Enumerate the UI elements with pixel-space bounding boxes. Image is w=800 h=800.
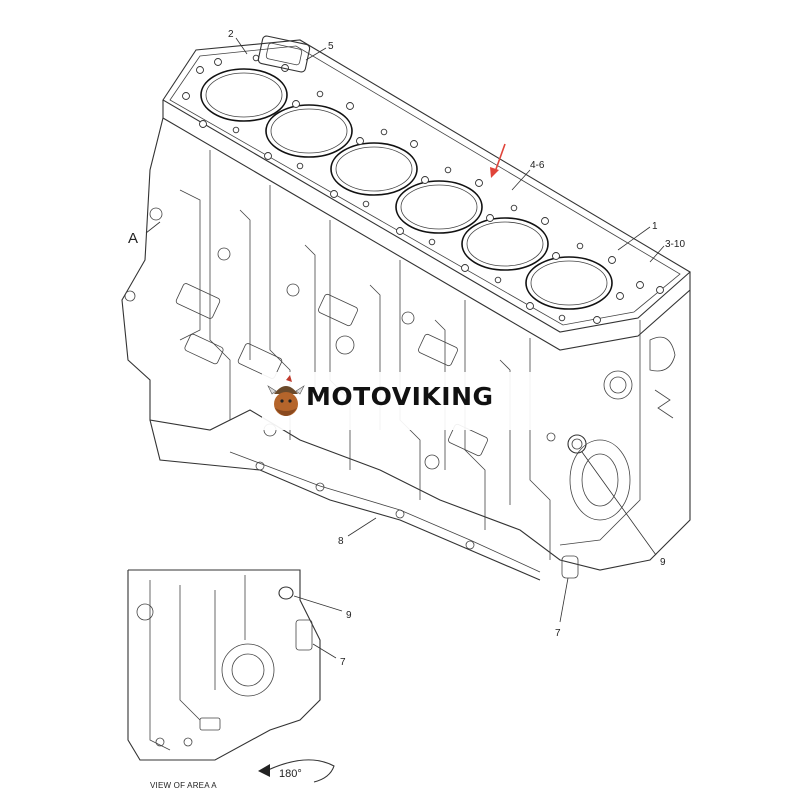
watermark-banner xyxy=(262,372,534,430)
callout-2: 2 xyxy=(228,29,234,40)
rotation-arrowhead-icon xyxy=(258,764,270,777)
callout-9-inset: 9 xyxy=(346,610,352,621)
callout-9-main: 9 xyxy=(660,557,666,568)
callout-1: 1 xyxy=(652,221,658,232)
rotation-label: 180° xyxy=(279,768,302,780)
callout-4-6: 4-6 xyxy=(530,160,545,171)
head-bolt-holes xyxy=(182,54,664,324)
callout-7-main: 7 xyxy=(555,628,561,639)
callout-3-10: 3-10 xyxy=(665,239,685,250)
watermark-text: MOTOVIKING xyxy=(306,382,494,411)
inset-view-area-a xyxy=(127,569,335,783)
inset-caption: VIEW OF AREA A xyxy=(150,781,217,790)
callout-7-inset: 7 xyxy=(340,657,346,668)
callout-8: 8 xyxy=(338,536,344,547)
cylinder-bores xyxy=(200,68,613,310)
viking-logo-icon xyxy=(267,375,305,416)
callout-5: 5 xyxy=(328,41,334,52)
leader-lines xyxy=(145,37,665,659)
rotation-arrow-icon xyxy=(267,759,335,783)
red-pointer-arrow xyxy=(490,143,506,178)
callout-area-a: A xyxy=(128,230,138,247)
block-top-deck xyxy=(162,39,691,351)
